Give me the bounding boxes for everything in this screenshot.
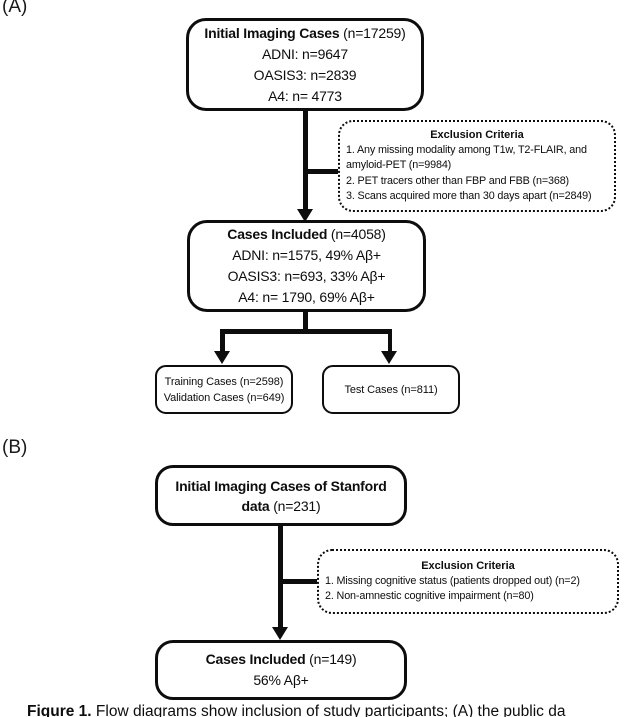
exclusion-title: Exclusion Criteria — [430, 128, 524, 141]
panel-b-label: (B) — [2, 437, 28, 458]
box-title: Initial Imaging Cases (n=17259) — [204, 23, 405, 44]
box-title-bold: Cases Included — [227, 226, 328, 242]
split-bar — [220, 329, 392, 334]
validation-line: Validation Cases (n=649) — [163, 391, 285, 404]
exclusion-criteria-box-a: Exclusion Criteria 1. Any missing modali… — [338, 120, 616, 212]
box-title-bold: Cases Included — [205, 651, 306, 667]
cohort-line-oasis3: OASIS3: n=2839 — [253, 66, 357, 83]
initial-imaging-cases-box: Initial Imaging Cases (n=17259) ADNI: n=… — [186, 18, 424, 111]
exclusion-criteria-box-b: Exclusion Criteria 1. Missing cognitive … — [317, 549, 619, 614]
box-title-count: (n=231) — [269, 497, 321, 514]
test-cases-box: Test Cases (n=811) — [322, 365, 460, 414]
exclusion-item: 3. Scans acquired more than 30 days apar… — [346, 190, 592, 202]
figure-caption-text: Flow diagrams show inclusion of study pa… — [91, 703, 566, 717]
arrow-stem — [387, 329, 392, 352]
box-title: Cases Included (n=4058) — [227, 224, 386, 245]
training-validation-box: Training Cases (n=2598) Validation Cases… — [155, 365, 293, 414]
training-line: Training Cases (n=2598) — [164, 375, 284, 388]
box-title-bold: Initial Imaging Cases — [204, 24, 340, 41]
arrow-head — [272, 627, 288, 640]
box-title-count: (n=17259) — [339, 24, 406, 41]
arrow-head — [213, 351, 230, 364]
box-title-bold: Initial Imaging Cases of Stanford data — [175, 477, 387, 514]
figure-caption: Figure 1. Flow diagrams show inclusion o… — [27, 702, 565, 717]
exclusion-title: Exclusion Criteria — [421, 559, 515, 572]
cohort-line-a4: A4: n= 1790, 69% Aβ+ — [238, 289, 375, 305]
cases-included-box-a: Cases Included (n=4058) ADNI: n=1575, 49… — [187, 220, 426, 312]
cohort-line-a4: A4: n= 4773 — [268, 87, 342, 104]
arrow-head — [297, 209, 313, 222]
box-title: Initial Imaging Cases of Stanford data (… — [160, 476, 402, 516]
cohort-line-adni: ADNI: n=9647 — [262, 45, 348, 62]
exclusion-item: 2. PET tracers other than FBP and FBB (n… — [346, 174, 570, 187]
abeta-line: 56% Aβ+ — [253, 672, 309, 688]
cohort-line-oasis3: OASIS3: n=693, 33% Aβ+ — [227, 268, 386, 284]
connector-line — [305, 169, 340, 174]
box-title-count: (n=149) — [305, 651, 357, 667]
arrow-stem — [278, 525, 283, 628]
stanford-initial-box: Initial Imaging Cases of Stanford data (… — [155, 465, 407, 526]
arrow-stem — [303, 110, 308, 210]
test-line: Test Cases (n=811) — [344, 383, 438, 396]
arrow-stem — [220, 329, 225, 352]
arrow-head — [381, 351, 397, 364]
box-title: Cases Included (n=149) — [206, 649, 357, 670]
arrow-stem — [303, 311, 308, 333]
exclusion-item: 1. Missing cognitive status (patients dr… — [325, 574, 580, 587]
figure-caption-label: Figure 1. — [27, 703, 92, 717]
connector-line — [281, 579, 318, 584]
box-title-count: (n=4058) — [327, 226, 386, 242]
cohort-line-adni: ADNI: n=1575, 49% Aβ+ — [232, 247, 381, 263]
cases-included-box-b: Cases Included (n=149) 56% Aβ+ — [155, 640, 407, 700]
panel-a-label: (A) — [2, 0, 28, 17]
exclusion-item: 2. Non-amnestic cognitive impairment (n=… — [325, 590, 534, 602]
exclusion-item: 1. Any missing modality among T1w, T2-FL… — [346, 143, 587, 172]
